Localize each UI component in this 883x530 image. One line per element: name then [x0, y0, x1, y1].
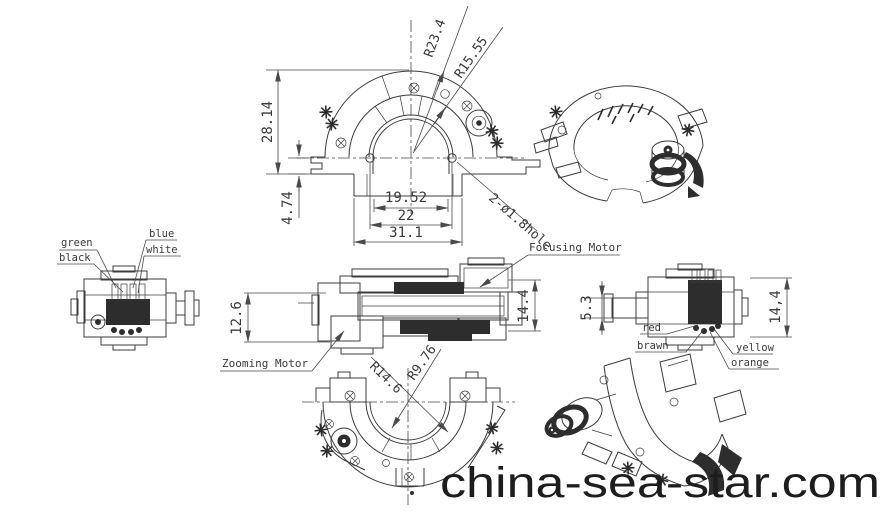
iso-tab: [713, 389, 747, 423]
gear-teeth: [488, 439, 506, 457]
fan-blade: [692, 452, 725, 496]
watermark-text: china-sea-star.com: [440, 459, 880, 507]
zooming-motor-label: Zooming Motor: [222, 357, 308, 370]
shaft-bracket: [184, 290, 195, 326]
radius-callout-inner: R15.55: [452, 34, 491, 81]
screw-icon: [459, 390, 471, 402]
iso-motor: [561, 397, 603, 431]
iso-tab: [677, 108, 708, 130]
gear-motor: [465, 109, 493, 137]
wire-label-black: black: [59, 252, 91, 264]
outer-arc: [322, 401, 494, 488]
wire-label-orange: orange: [731, 357, 769, 369]
dim-shaft: 5.3: [579, 295, 595, 320]
gear-motor: [330, 427, 358, 455]
gear-teeth: [323, 115, 341, 133]
iso-view-bottom-right: [544, 353, 747, 496]
dim-width-outer: 31.1: [389, 225, 423, 241]
bore-arc: [372, 118, 450, 158]
outer-arc: [324, 70, 498, 158]
mid-arc: [348, 94, 474, 158]
front-view: [296, 20, 541, 214]
tab: [329, 377, 367, 403]
dim-offset: 4.74: [280, 191, 296, 225]
front-view-dimensions: 28.14 4.74 19.52 22 31.1 R23.4 R15.55 2-…: [260, 5, 554, 253]
left-motor-view: green black blue white: [57, 228, 200, 351]
pin: [440, 89, 450, 99]
radius-callout-outer: R23.4: [422, 17, 450, 59]
focusing-motor-label: Focusing Motor: [529, 241, 622, 254]
wire-label-red: red: [642, 322, 661, 334]
screw-icon: [408, 82, 420, 94]
lower-block: [353, 174, 463, 197]
wire-label-brawn: brawn: [637, 340, 669, 352]
screw-icon: [344, 390, 356, 402]
iso-tab: [659, 353, 697, 393]
gear-teeth: [680, 122, 696, 138]
fan-blade: [718, 444, 742, 476]
gear-teeth: [488, 134, 506, 152]
dim-left-height: 12.6: [229, 301, 245, 335]
tab: [449, 377, 487, 403]
center-side-view: Focusing Motor Zooming Motor 12.6 14.4: [220, 241, 622, 372]
gear-teeth: [317, 103, 335, 121]
radius-callout-mid: R14.6: [366, 359, 405, 397]
dim-width-inner: 19.52: [385, 190, 427, 206]
wire-label-blue: blue: [149, 228, 174, 240]
mount-hole-right: [447, 153, 457, 163]
radius-callout-inner: R9.76: [405, 343, 440, 384]
dim-width-mid: 22: [398, 208, 415, 224]
wire-label-yellow: yellow: [736, 342, 775, 354]
wire-label-green: green: [61, 237, 93, 249]
right-foot: [462, 156, 541, 175]
dim-height: 28.14: [260, 101, 276, 143]
screw-icon: [335, 137, 347, 149]
gear-teeth: [547, 103, 565, 121]
dim-motor-height: 14,4: [768, 290, 784, 324]
left-foot: [310, 156, 354, 175]
wire-label-white: white: [146, 244, 178, 256]
screw-icon: [350, 456, 360, 466]
wire-block: [688, 280, 722, 324]
zooming-motor: [330, 315, 384, 349]
screw-icon: [461, 100, 473, 112]
bore-arc-outer: [368, 114, 454, 158]
iso-tab: [540, 121, 568, 143]
bore-arc: [369, 401, 447, 441]
mount-hole-left: [365, 153, 375, 163]
screw-icon: [404, 472, 414, 482]
fan-blade: [683, 152, 704, 188]
gear-train: [400, 320, 490, 334]
shaft: [611, 297, 649, 319]
right-motor-view: red brawn yellow orange 5.3 14,4: [579, 263, 792, 370]
focusing-motor: [459, 263, 513, 293]
gear-train: [394, 282, 464, 294]
wire-block: [106, 299, 150, 325]
iso-view-top-right: [533, 85, 708, 204]
dim-right-height: 14.4: [516, 289, 532, 323]
